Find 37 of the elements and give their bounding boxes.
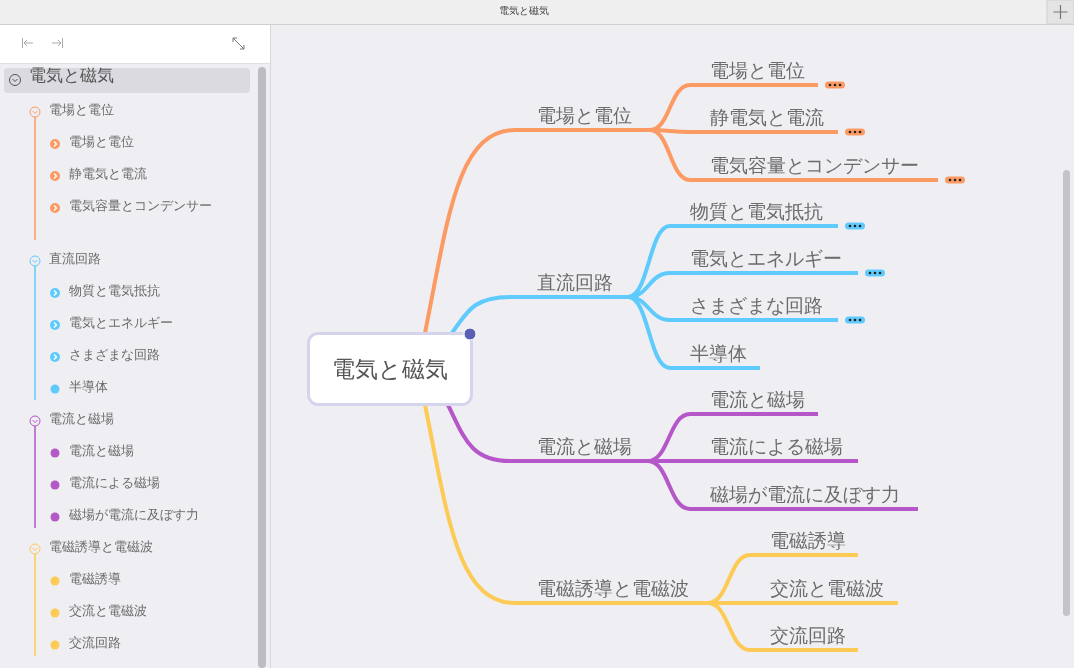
outline-item: 電磁誘導 bbox=[69, 570, 122, 588]
outline-item: 磁場が電流に及ぼす力 bbox=[69, 506, 200, 524]
subtopic: 交流と電磁波 bbox=[750, 577, 898, 605]
subtopic: 磁場が電流に及ぼす力 bbox=[690, 483, 918, 511]
outline-heading: 電磁誘導と電磁波 bbox=[49, 538, 154, 556]
outline-heading: 電流と磁場 bbox=[49, 410, 115, 428]
subtopic: 交流回路 bbox=[750, 624, 858, 652]
outline-root: 電気と磁気 bbox=[29, 64, 114, 87]
subtopic: 電気容量とコンデンサー bbox=[690, 154, 938, 182]
main-topic: 電場と電位 bbox=[515, 104, 650, 132]
subtopic: 電気とエネルギー bbox=[670, 247, 858, 275]
outline-item: 物質と電気抵抗 bbox=[69, 282, 161, 300]
main-topic: 直流回路 bbox=[510, 271, 628, 299]
subtopic: 電磁誘導 bbox=[750, 529, 858, 557]
outline-item: 電気容量とコンデンサー bbox=[69, 197, 213, 215]
outline-item: 電気とエネルギー bbox=[69, 314, 174, 332]
subtopic: さまざまな回路 bbox=[670, 294, 838, 322]
subtopic: 電場と電位 bbox=[690, 59, 818, 87]
subtopic: 半導体 bbox=[670, 342, 760, 370]
subtopic: 静電気と電流 bbox=[690, 106, 838, 134]
main-topic: 電流と磁場 bbox=[510, 435, 648, 463]
outline-item: 電場と電位 bbox=[69, 133, 135, 151]
outline-item: 半導体 bbox=[69, 378, 109, 396]
subtopic: 物質と電気抵抗 bbox=[670, 200, 838, 228]
outline-item: 交流回路 bbox=[69, 634, 122, 652]
outline-item: 静電気と電流 bbox=[69, 165, 148, 183]
subtopic: 電流と磁場 bbox=[690, 388, 818, 416]
outline-item: 電流による磁場 bbox=[69, 474, 161, 492]
subtopic: 電流による磁場 bbox=[690, 435, 858, 463]
window-title: 電気と磁気 bbox=[497, 4, 550, 18]
outline-heading: 直流回路 bbox=[49, 250, 102, 268]
central-topic: 電気と磁気 bbox=[307, 332, 473, 406]
outline-item: 電流と磁場 bbox=[69, 442, 135, 460]
outline-item: 交流と電磁波 bbox=[69, 602, 148, 620]
outline-heading: 電場と電位 bbox=[49, 101, 115, 119]
outline-item: さまざまな回路 bbox=[69, 346, 161, 364]
main-topic: 電磁誘導と電磁波 bbox=[515, 577, 708, 605]
